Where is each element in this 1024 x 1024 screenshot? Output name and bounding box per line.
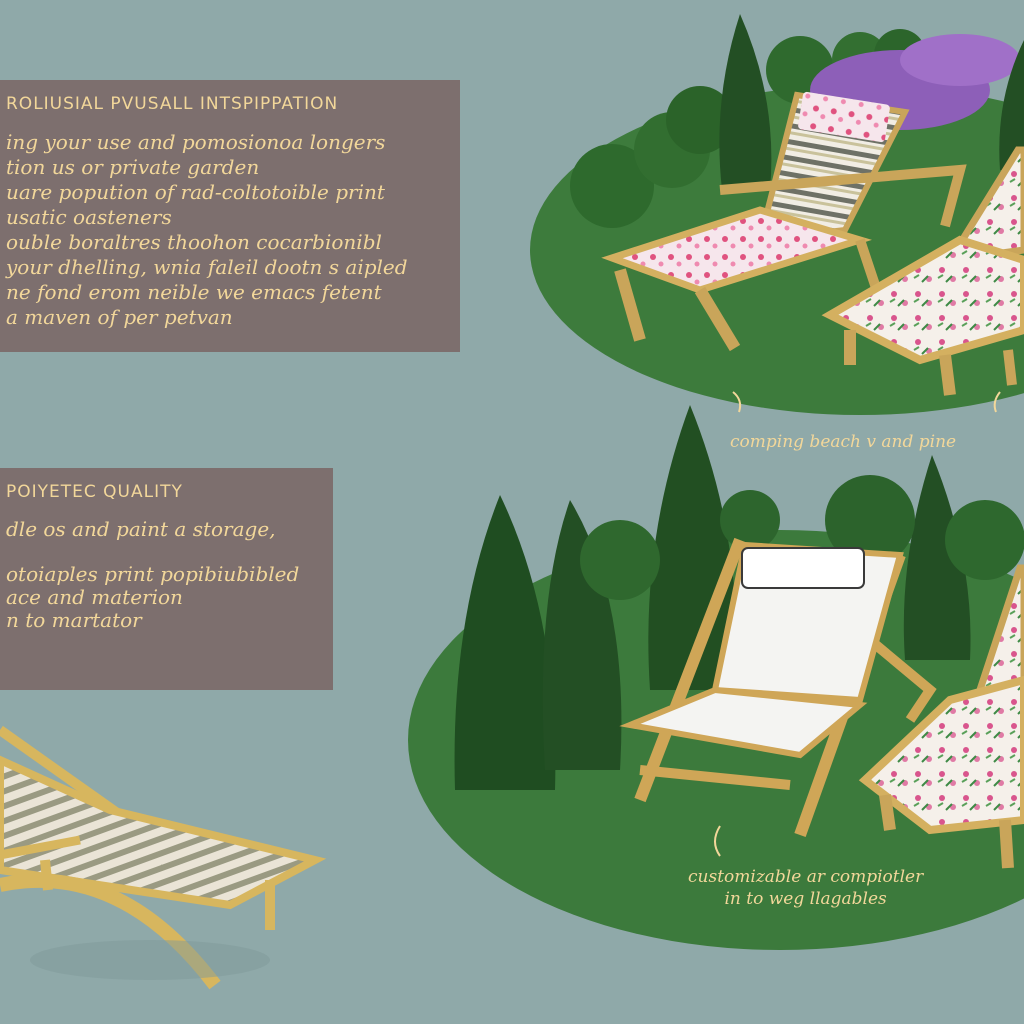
info-panel-top: ROLIUSIAL PVUSALL INTSPIPPATION ing your… [0,80,460,352]
cypress-1 [454,495,556,790]
panel-bottom-line: dle os and paint a storage, [6,517,276,541]
cypress-2 [542,500,622,770]
striped-lounger-upper [601,91,967,352]
floral-lounger-upper [821,146,1024,396]
panel-bottom-line: n to martator [6,608,142,632]
panel-top-line: ing your use and pomosionoa longers [6,130,386,154]
panel-bottom-line: ace and materion [6,585,183,609]
floral-lounger-lower [858,564,1024,869]
caption-bottom-line2: in to weg llagables [724,889,887,909]
panel-top-line: ne fond erom neible we emacs fetent [6,280,382,304]
caption-bottom: customizable ar compiotler in to weg lla… [688,866,923,910]
cypress-4 [903,455,971,660]
panel-top-line: your dhelling, wnia faleil dootn s aiple… [6,255,408,279]
caption-top: comping beach v and pine [730,432,957,452]
panel-bottom-title: POIYETEC QUALITY [6,482,183,502]
panel-top-line: a maven of per petvan [6,305,233,329]
caption-bottom-line1: customizable ar compiotler [688,867,924,887]
tall-cypress-upper [719,14,772,190]
info-panel-bottom: POIYETEC QUALITY dle os and paint a stor… [0,468,333,690]
panel-top-line: uare popution of rad-coltotoible print [6,180,385,204]
panel-top-line: ouble boraltres thoohon cocarbionibl [6,230,382,254]
panel-top-title: ROLIUSIAL PVUSALL INTSPIPPATION [6,94,339,114]
striped-lounger-bottom-left [0,725,327,990]
panel-top-line: tion us or private garden [6,155,260,179]
panel-top-line: usatic oasteners [6,205,172,229]
white-deck-chair [619,537,937,838]
panel-bottom-line: otoiaples print popibiubibled [6,562,300,586]
